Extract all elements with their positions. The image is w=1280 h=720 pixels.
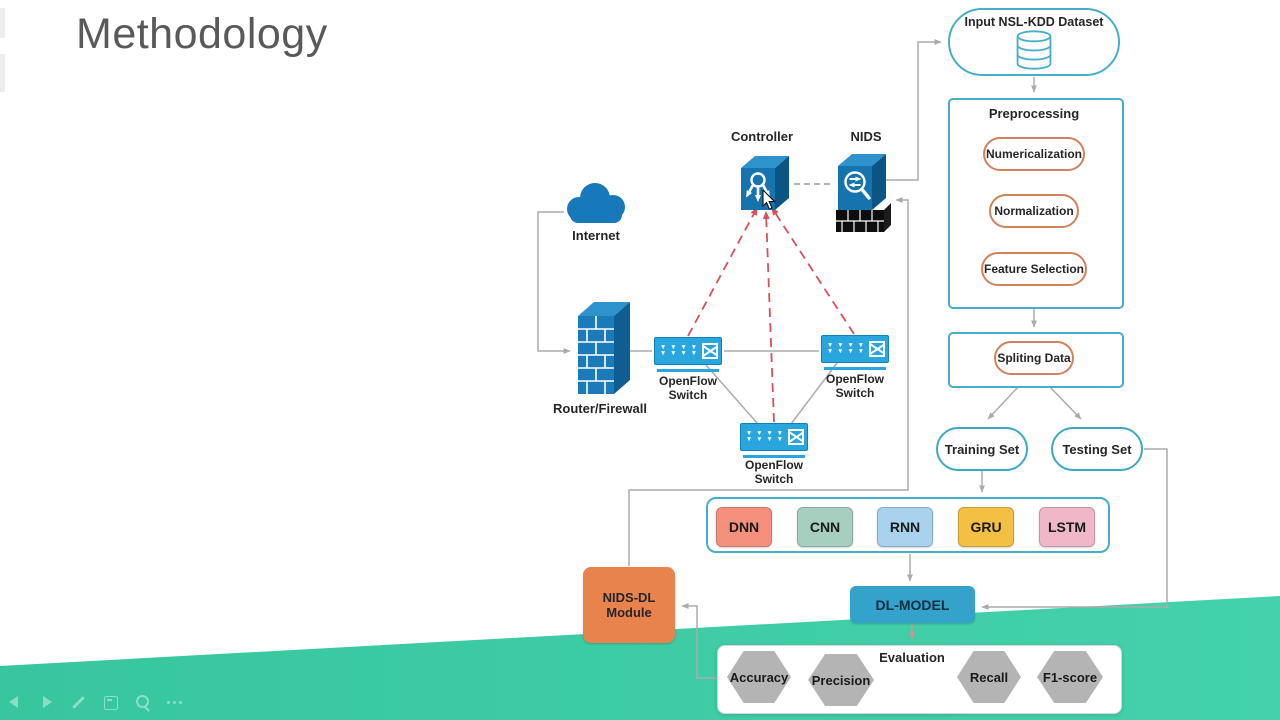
preprocessing-step: Normalization: [989, 194, 1079, 228]
switch-crossbar-icon: [702, 343, 718, 359]
openflow-switch-icon: ▼▼▼▼▼▼▼▼: [740, 423, 808, 451]
splitting-label: Spliting Data: [994, 341, 1074, 375]
nids-label: NIDS: [850, 129, 882, 144]
slide-edge-artifact: [0, 54, 5, 92]
switch-underline: [824, 367, 886, 370]
magnifier-icon[interactable]: [132, 692, 153, 713]
evaluation-title: Evaluation: [879, 650, 945, 665]
slide-edge-artifact: [0, 8, 5, 38]
switch-ports: ▼▼▼▼▼▼▼▼: [745, 429, 784, 443]
previous-slide-button[interactable]: [4, 692, 25, 713]
nids-icon: [834, 152, 894, 241]
page-title: Methodology: [76, 10, 328, 58]
preprocessing-title: Preprocessing: [988, 106, 1080, 121]
presenter-toolbar: [4, 692, 185, 713]
model-chip: RNN: [877, 507, 933, 547]
annotation-panel-icon[interactable]: [100, 692, 121, 713]
router-firewall-label: Router/Firewall: [553, 401, 647, 416]
switch-ports: ▼▼▼▼▼▼▼▼: [826, 341, 865, 355]
nids-dl-module-node: NIDS-DL Module: [583, 567, 675, 643]
openflow-switch-label: OpenFlow Switch: [659, 374, 717, 403]
database-icon: [950, 29, 1118, 71]
controller-label: Controller: [730, 129, 794, 144]
openflow-switch-icon: ▼▼▼▼▼▼▼▼: [654, 337, 722, 365]
switch-crossbar-icon: [788, 429, 804, 445]
model-chip: CNN: [797, 507, 853, 547]
switch-ports: ▼▼▼▼▼▼▼▼: [659, 343, 698, 357]
internet-label: Internet: [572, 228, 620, 243]
model-chip: LSTM: [1039, 507, 1095, 547]
mouse-cursor-icon: [762, 188, 778, 217]
training-set-node: Training Set: [936, 427, 1028, 471]
router-firewall-icon: [578, 302, 634, 401]
dataset-label: Input NSL-KDD Dataset: [964, 15, 1104, 29]
dl-model-node: DL-MODEL: [850, 586, 975, 623]
model-chip: DNN: [716, 507, 772, 547]
dataset-node: Input NSL-KDD Dataset: [948, 8, 1120, 76]
preprocessing-step: Numericalization: [983, 137, 1085, 171]
next-slide-button[interactable]: [36, 692, 57, 713]
pen-icon[interactable]: [68, 692, 89, 713]
openflow-switch-label: OpenFlow Switch: [745, 458, 803, 487]
testing-set-node: Testing Set: [1051, 427, 1143, 471]
switch-underline: [657, 369, 719, 372]
preprocessing-step: Feature Selection: [981, 252, 1087, 286]
more-options-icon[interactable]: [164, 692, 185, 713]
model-chip: GRU: [958, 507, 1014, 547]
openflow-switch-label: OpenFlow Switch: [826, 372, 884, 401]
internet-cloud-icon: [558, 176, 634, 233]
switch-crossbar-icon: [869, 341, 885, 357]
openflow-switch-icon: ▼▼▼▼▼▼▼▼: [821, 335, 889, 363]
